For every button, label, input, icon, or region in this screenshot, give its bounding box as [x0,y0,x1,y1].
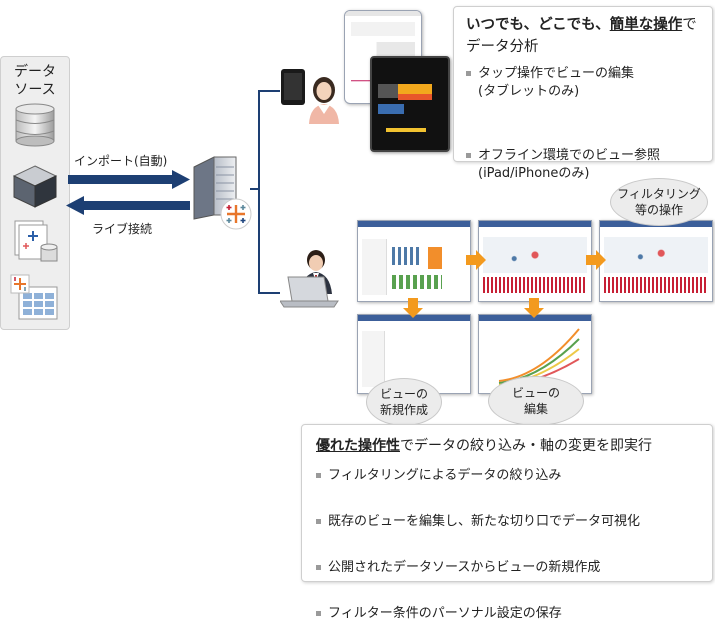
screenshot-dashboard [357,220,471,302]
desktop-box-title: 優れた操作性でデータの絞り込み・軸の変更を即実行 [316,435,652,455]
desktop-bullet: 既存のビューを編集し、新たな切り口でデータ可視化 [316,513,715,531]
desktop-bullet: 公開されたデータソースからビューの新規作成 [316,559,715,577]
orange-arrow-down [403,298,423,318]
tableau-logo-icon [220,198,252,230]
live-label: ライブ接続 [92,222,153,236]
tableau-files-icon [14,220,58,262]
mobile-bullet: タップ操作でビューの編集 (タブレットのみ) [466,65,708,101]
orange-arrow-right [466,250,486,270]
cube-icon [12,165,58,208]
desktop-features-box: 優れた操作性でデータの絞り込み・軸の変更を即実行 フィルタリングによるデータの絞… [301,424,715,621]
connector-line [258,292,280,294]
screenshot-new-view [357,314,471,394]
orange-arrow-right [586,250,606,270]
data-source-panel: データ ソース [0,56,70,330]
desktop-bullet: フィルター条件のパーソナル設定の保存 [316,605,715,623]
mobile-title-suffix: で [682,17,697,33]
data-source-title: データ ソース [14,64,56,98]
import-arrow [68,170,190,189]
database-icon [15,103,55,147]
mobile-features-box: いつでも、どこでも、簡単な操作で データ分析 タップ操作でビューの編集 (タブレ… [453,6,713,181]
connector-line [258,90,260,294]
bubble-edit-view: ビューの 編集 [488,376,584,426]
connector-line [250,188,260,190]
orange-arrow-down [524,298,544,318]
mobile-title-line2: データ分析 [466,39,539,55]
bubble-filtering: フィルタリング 等の操作 [610,178,708,226]
import-label: インポート(自動) [74,154,168,168]
mobile-box-title: いつでも、どこでも、簡単な操作で [466,13,697,34]
tablet-screenshot [370,56,450,152]
tablet-icon [281,69,305,105]
tableau-grid-icon [10,274,58,320]
screenshot-filtered-1 [478,220,592,302]
desktop-title-suffix: でデータの絞り込み・軸の変更を即実行 [400,438,652,454]
mobile-title-bold: いつでも、どこでも、 [466,17,610,33]
mobile-bullet: オフライン環境でのビュー参照 (iPad/iPhoneのみ) [466,147,714,183]
connector-line [258,90,280,92]
woman-avatar [309,77,339,124]
mobile-title-underlined: 簡単な操作 [609,17,683,33]
bubble-new-view: ビューの 新規作成 [366,378,442,426]
desktop-title-underlined: 優れた操作性 [316,438,400,454]
desktop-bullet: フィルタリングによるデータの絞り込み [316,467,715,485]
live-arrow [66,196,190,215]
screenshot-filtered-2 [599,220,713,302]
laptop-icon [280,276,339,308]
